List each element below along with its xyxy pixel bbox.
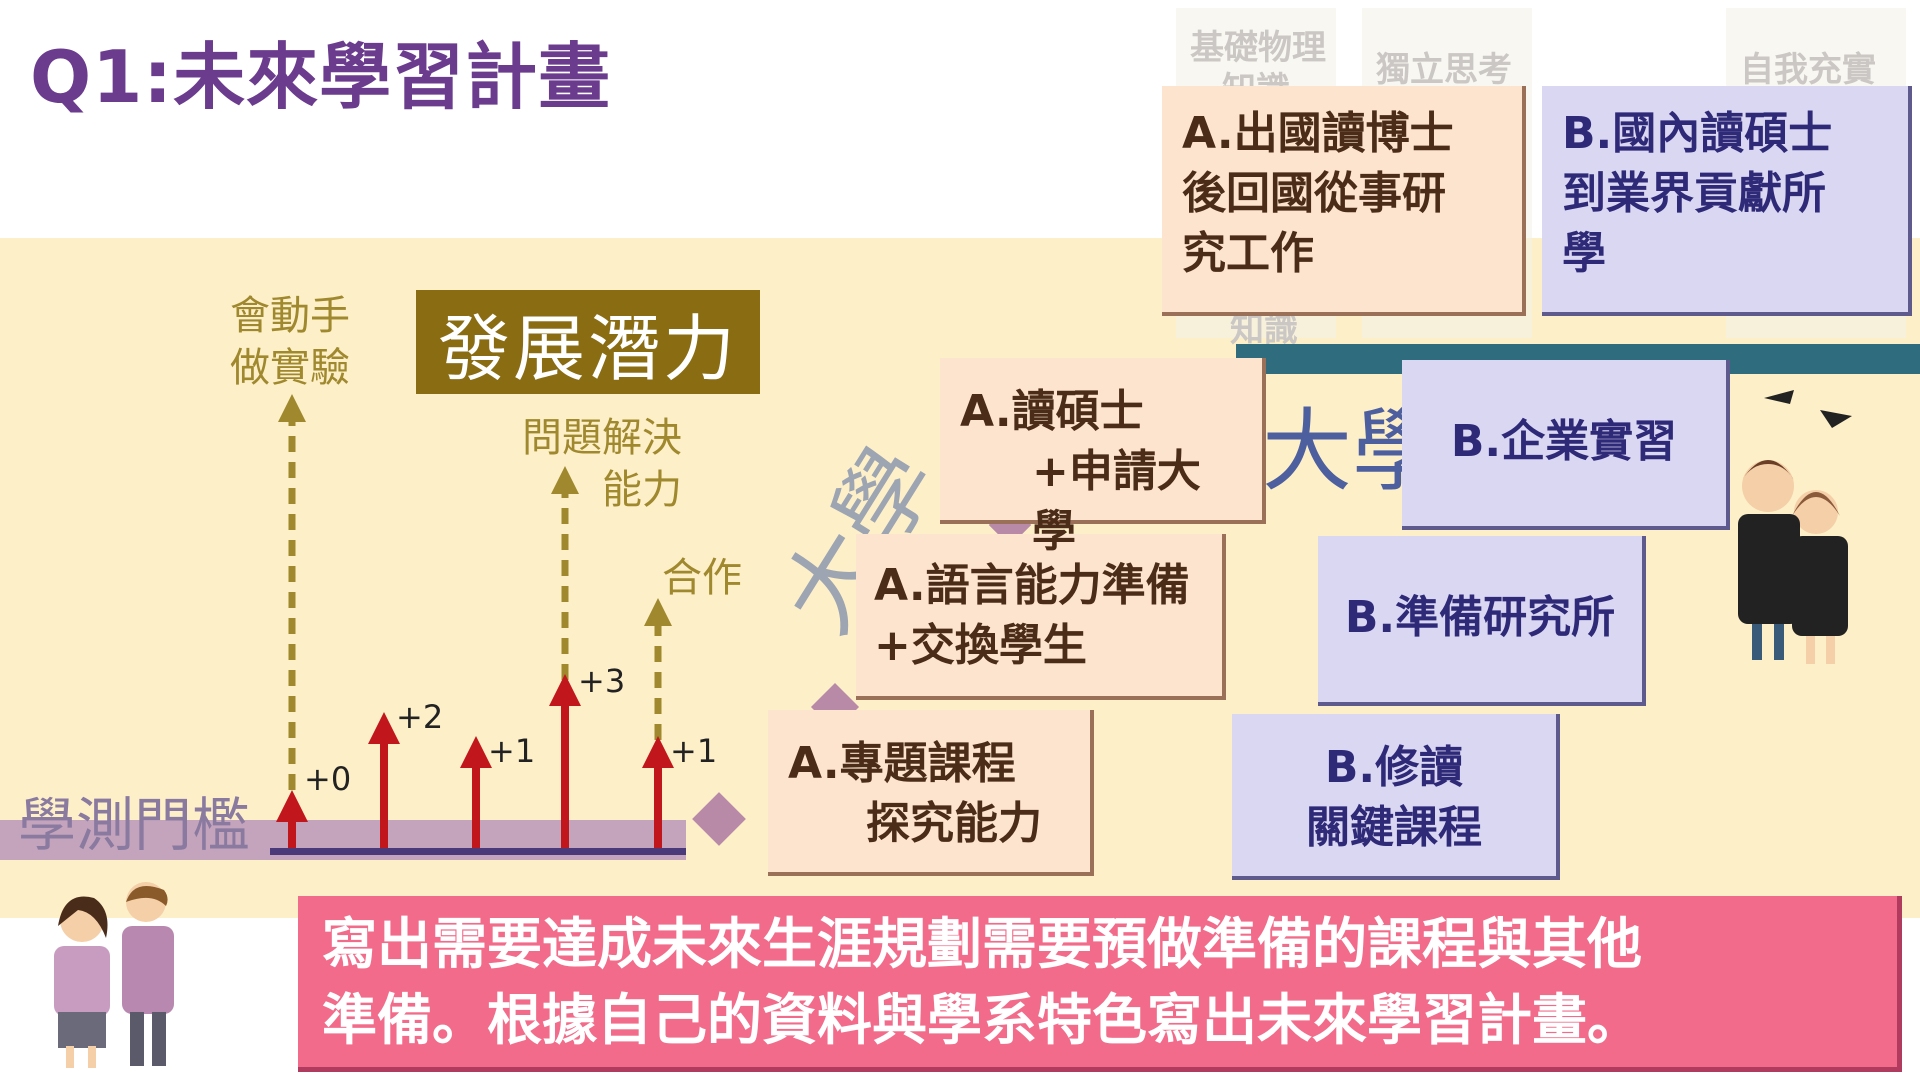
skill-label-line: 問題解決: [522, 415, 682, 461]
skill-label-line: 做實驗: [230, 345, 350, 391]
path-a-step-3: A.讀碩士 +申請大學: [940, 358, 1266, 557]
path-b-step-4: B.國內讀碩士 到業界貢獻所 學: [1542, 86, 1912, 316]
instruction-line: 準備。根據自己的資料與學系特色寫出未來學習計畫。: [322, 988, 1643, 1052]
box-line: A.讀碩士: [960, 386, 1144, 437]
box-line: +申請大學: [1032, 446, 1201, 557]
faded-label: 獨立思考: [1376, 50, 1512, 90]
box-line: B.準備研究所: [1344, 592, 1616, 643]
skill-label: 會動手 做實驗: [230, 290, 350, 394]
box-line: A.出國讀博士: [1182, 108, 1454, 159]
path-a-step-4: A.出國讀博士 後回國從事研 究工作: [1162, 86, 1526, 316]
students-illustration: [54, 882, 174, 1068]
path-a-step-2: A.語言能力準備 +交換學生: [856, 534, 1226, 700]
path-b-step-2: B.準備研究所: [1318, 536, 1646, 706]
threshold-label: 學測門檻: [18, 791, 251, 859]
faded-label: 知識: [1230, 310, 1298, 350]
instruction-callout: 寫出需要達成未來生涯規劃需要預做準備的課程與其他 準備。根據自己的資料與學系特色…: [298, 896, 1902, 1072]
page-title: Q1:未來學習計畫: [30, 35, 612, 119]
skill-label-line: 會動手: [230, 293, 350, 339]
arrow-delta: +2: [396, 698, 444, 736]
box-line: 學: [1562, 228, 1606, 279]
skill-label-line: 能力: [602, 467, 682, 513]
box-line: A.專題課程: [788, 738, 1016, 789]
instruction-line: 寫出需要達成未來生涯規劃需要預做準備的課程與其他: [322, 912, 1643, 976]
arrow-delta: +1: [670, 732, 718, 770]
box-line: 到業界貢獻所: [1562, 168, 1826, 219]
box-line: 探究能力: [866, 798, 1042, 849]
arrow-delta: +3: [578, 662, 626, 700]
arrow-delta: +0: [304, 760, 352, 798]
path-b-step-1: B.修讀 關鍵課程: [1232, 714, 1560, 880]
box-line: B.企業實習: [1450, 416, 1678, 467]
box-line: +交換學生: [874, 620, 1087, 671]
graduates-illustration: [1738, 390, 1852, 664]
skill-label: 合作: [662, 552, 742, 604]
faded-label: 基礎物理: [1190, 28, 1326, 68]
box-line: B.國內讀碩士: [1562, 108, 1833, 159]
potential-label: 發展潛力: [416, 290, 760, 394]
arrow-delta: +1: [488, 732, 536, 770]
box-line: B.修讀: [1324, 742, 1464, 793]
skill-label-line: 合作: [662, 555, 742, 601]
path-a-step-1: A.專題課程 探究能力: [768, 710, 1094, 876]
path-b-step-3: B.企業實習: [1402, 360, 1730, 530]
connector-diamond: [692, 792, 746, 846]
skill-label: 問題解決 能力: [512, 412, 682, 516]
box-line: A.語言能力準備: [874, 560, 1190, 611]
box-line: 後回國從事研: [1182, 168, 1446, 219]
baseline: [270, 848, 686, 855]
faded-label: 自我充實: [1740, 50, 1876, 90]
box-line: 究工作: [1182, 228, 1314, 279]
box-line: 關鍵課程: [1306, 802, 1482, 853]
